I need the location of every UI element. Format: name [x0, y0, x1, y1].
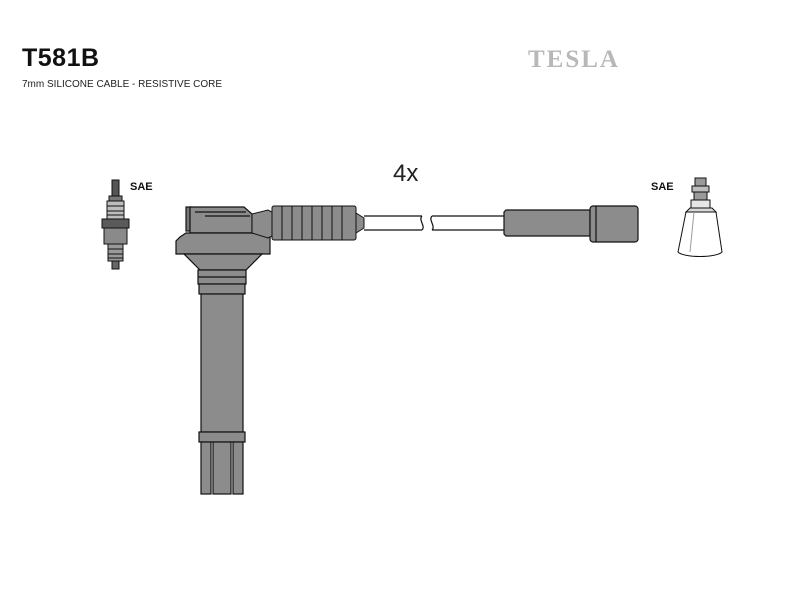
spark-plug-icon — [101, 179, 130, 270]
quantity-label: 4x — [393, 160, 419, 187]
coil-boot — [175, 206, 271, 495]
left-terminal-label: SAE — [130, 181, 153, 193]
terminal-cap-icon — [677, 177, 723, 257]
brand-logo: TESLA — [528, 46, 620, 73]
cable-description: 7mm SILICONE CABLE - RESISTIVE CORE — [22, 79, 223, 90]
part-number: T581B — [22, 44, 100, 72]
cable — [364, 215, 506, 231]
ribbed-sleeve — [251, 205, 365, 241]
right-terminal-label: SAE — [651, 181, 674, 193]
distributor-boot — [503, 205, 639, 243]
